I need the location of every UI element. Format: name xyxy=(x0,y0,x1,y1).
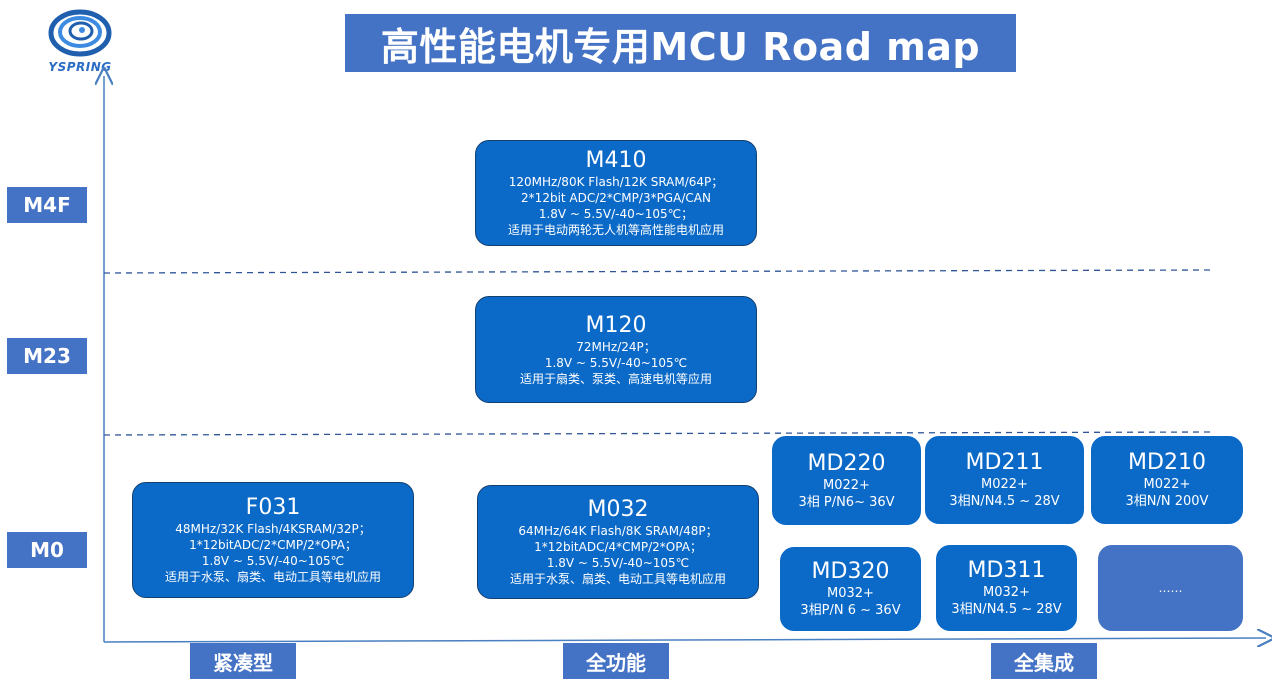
product-name: M410 xyxy=(585,148,647,173)
product-spec: 3相N/N 200V xyxy=(1125,494,1209,509)
product-spec: 2*12bit ADC/2*CMP/3*PGA/CAN xyxy=(521,191,711,205)
swirl-logo-icon xyxy=(48,9,112,57)
product-spec: 1.8V ~ 5.5V/-40~105℃ xyxy=(546,556,690,570)
product-spec: 1.8V ~ 5.5V/-40~105℃ xyxy=(544,355,688,370)
product-card-md210[interactable]: MD210 M022+ 3相N/N 200V xyxy=(1091,436,1243,524)
product-spec: M022+ xyxy=(1143,477,1191,492)
tier-label-m0: M0 xyxy=(7,532,87,568)
category-label-full-function: 全功能 xyxy=(563,643,669,679)
category-label-compact: 紧凑型 xyxy=(190,643,296,679)
product-spec: 适用于水泵、扇类、电动工具等电机应用 xyxy=(164,570,381,584)
product-spec: M022+ xyxy=(823,477,870,493)
product-name: MD211 xyxy=(965,450,1044,475)
product-spec: M022+ xyxy=(981,477,1028,492)
product-spec: 适用于扇类、泵类、高速电机等应用 xyxy=(519,371,712,386)
tier-label-m4f: M4F xyxy=(7,187,87,223)
product-name: MD220 xyxy=(807,450,886,476)
tier-divider-upper xyxy=(103,269,1211,274)
product-card-m120[interactable]: M120 72MHz/24P； 1.8V ~ 5.5V/-40~105℃ 适用于… xyxy=(475,296,757,403)
product-card-md211[interactable]: MD211 M022+ 3相N/N4.5 ~ 28V xyxy=(925,436,1084,524)
product-card-more[interactable]: …… xyxy=(1098,545,1243,631)
product-spec: 适用于水泵、扇类、电动工具等电机应用 xyxy=(509,572,726,586)
product-spec: 64MHz/64K Flash/8K SRAM/48P； xyxy=(518,524,718,538)
product-spec: 1*12bitADC/4*CMP/2*OPA； xyxy=(534,540,702,554)
product-name: M032 xyxy=(587,497,649,522)
tier-divider-lower xyxy=(103,431,1211,436)
product-spec: 3相P/N 6 ~ 36V xyxy=(800,603,901,618)
more-products-ellipsis: …… xyxy=(1158,581,1183,595)
product-card-f031[interactable]: F031 48MHz/32K Flash/4KSRAM/32P； 1*12bit… xyxy=(132,482,414,598)
product-spec: 1.8V ~ 5.5V/-40~105℃ xyxy=(201,554,345,568)
product-card-md311[interactable]: MD311 M032+ 3相N/N4.5 ~ 28V xyxy=(936,545,1077,631)
company-logo: YSPRING xyxy=(40,8,120,74)
page-title: 高性能电机专用MCU Road map xyxy=(345,14,1016,72)
product-spec: M032+ xyxy=(983,585,1030,600)
product-card-m410[interactable]: M410 120MHz/80K Flash/12K SRAM/64P； 2*12… xyxy=(475,140,757,246)
product-card-md220[interactable]: MD220 M022+ 3相 P/N6~ 36V xyxy=(772,436,921,525)
product-spec: 3相N/N4.5 ~ 28V xyxy=(949,494,1060,509)
product-spec: 48MHz/32K Flash/4KSRAM/32P； xyxy=(175,522,371,536)
tier-label-m23: M23 xyxy=(7,338,87,374)
product-card-m032[interactable]: M032 64MHz/64K Flash/8K SRAM/48P； 1*12bi… xyxy=(477,485,759,599)
product-spec: 72MHz/24P； xyxy=(576,339,656,354)
product-spec: 3相 P/N6~ 36V xyxy=(798,494,895,510)
category-label-full-integration: 全集成 xyxy=(991,643,1097,679)
x-axis xyxy=(103,638,1266,642)
product-name: M120 xyxy=(585,312,647,338)
product-spec: M032+ xyxy=(827,586,874,601)
product-name: MD210 xyxy=(1128,450,1206,475)
product-card-md320[interactable]: MD320 M032+ 3相P/N 6 ~ 36V xyxy=(780,547,921,631)
product-spec: 120MHz/80K Flash/12K SRAM/64P； xyxy=(508,175,724,189)
product-name: F031 xyxy=(245,495,301,520)
product-spec: 适用于电动两轮无人机等高性能电机应用 xyxy=(507,223,724,237)
product-spec: 1.8V ~ 5.5V/-40~105℃； xyxy=(538,207,694,221)
product-spec: 1*12bitADC/2*CMP/2*OPA； xyxy=(189,538,357,552)
product-name: MD311 xyxy=(967,558,1046,583)
product-spec: 3相N/N4.5 ~ 28V xyxy=(951,602,1062,617)
product-name: MD320 xyxy=(811,559,890,584)
